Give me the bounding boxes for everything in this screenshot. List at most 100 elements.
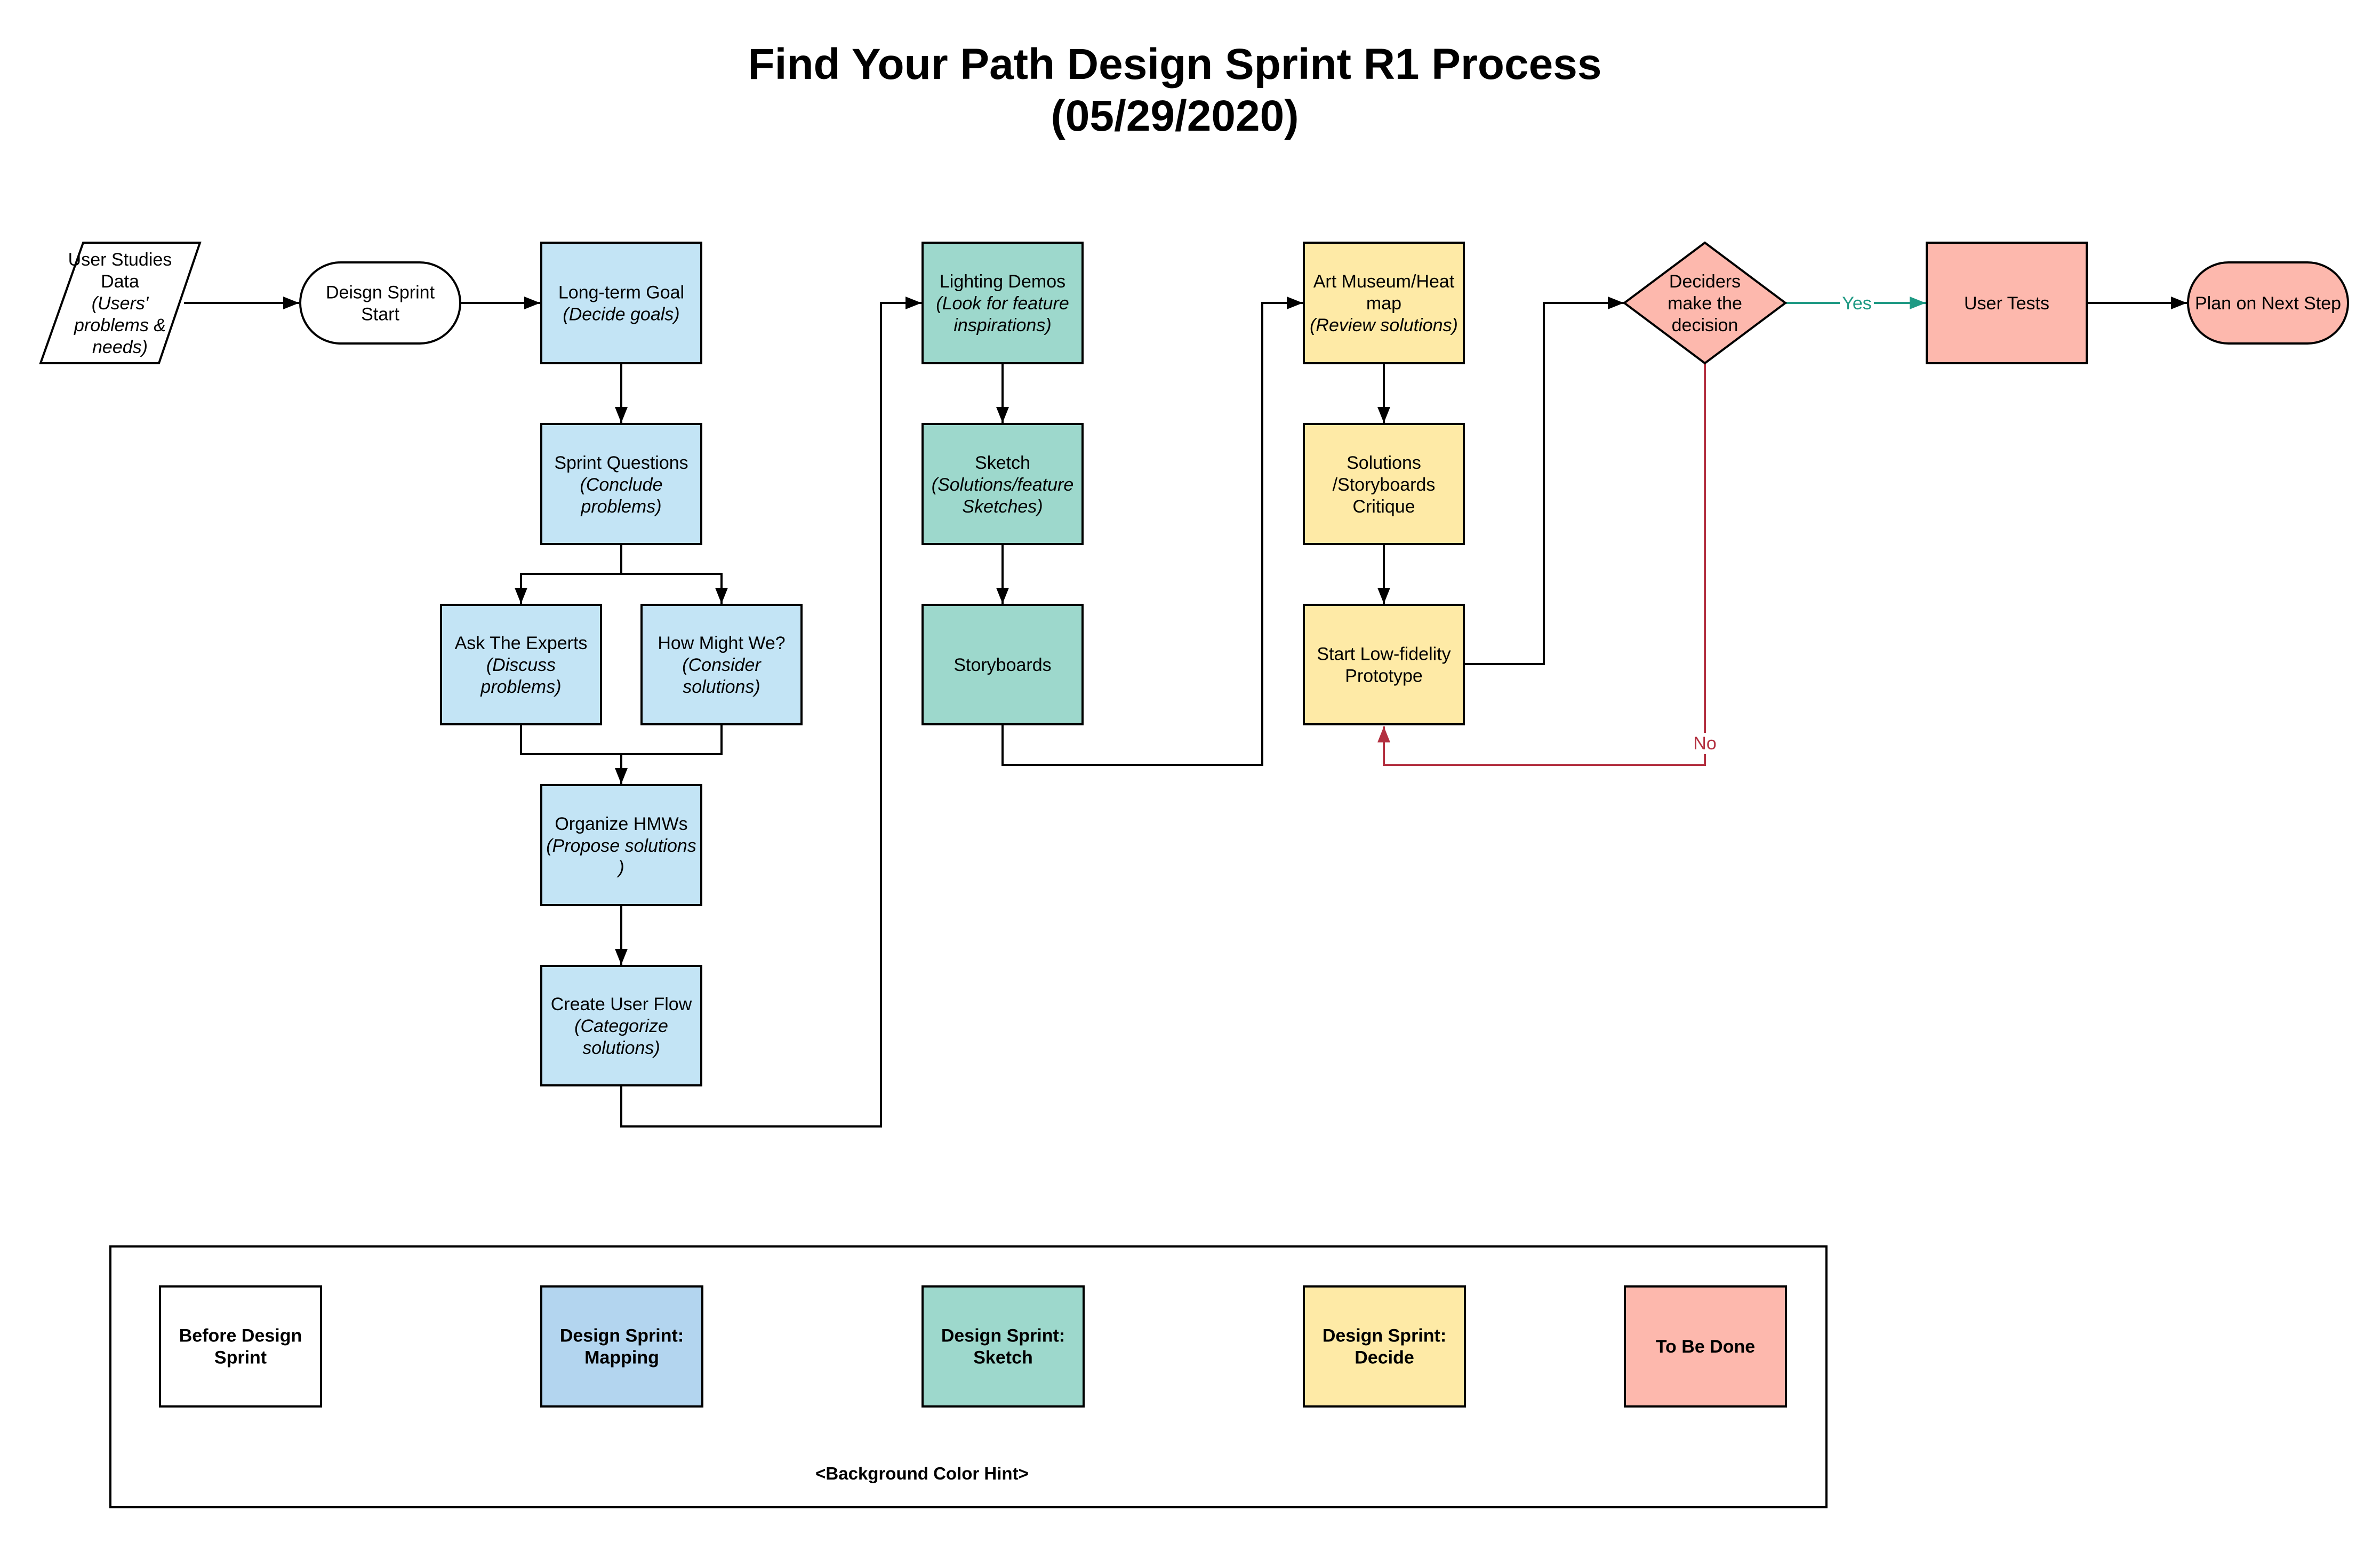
node-label-line: (Users' — [92, 293, 149, 314]
yes-label-bg — [1840, 292, 1874, 314]
node-label-line: Long-term Goal — [558, 283, 684, 303]
node-label-line: Organize HMWs — [555, 814, 687, 834]
node-label-line: problems) — [580, 497, 661, 517]
node-label-line: Deisgn Sprint — [326, 283, 435, 303]
edges — [184, 297, 2187, 1128]
node-label-line: solutions) — [582, 1038, 660, 1058]
node-label-line: (Solutions/feature — [932, 475, 1074, 495]
node-label-line: (Look for feature — [936, 293, 1069, 314]
edge-storyboards-to-artmuseum — [1001, 297, 1303, 766]
legend-label-line: Mapping — [584, 1348, 659, 1368]
node-label-line: Sprint Questions — [554, 453, 688, 473]
legend-label: To Be Done — [1656, 1337, 1755, 1357]
node-label-line: (Propose solutions — [546, 836, 696, 856]
legend-label-line: Sketch — [973, 1348, 1033, 1368]
node-label: Organize HMWs(Propose solutions) — [546, 814, 696, 878]
node-label-line: ) — [616, 858, 624, 878]
edge-label-no: No — [1693, 733, 1716, 754]
legend-label-line: Before Design — [179, 1326, 302, 1346]
legend-label-line: Design Sprint: — [941, 1326, 1065, 1346]
legend-item-decide: Design Sprint:Decide — [1303, 1285, 1466, 1408]
legend-frame — [109, 1245, 1828, 1508]
node-user-tests: User Tests — [1926, 242, 2088, 364]
node-label-line: Prototype — [1345, 666, 1423, 686]
node-label-line: Data — [101, 271, 139, 292]
node-label-line: (Decide goals) — [563, 305, 679, 325]
node-label-line: Start — [361, 305, 399, 325]
node-label: User Tests — [1964, 293, 2049, 314]
node-label: Long-term Goal(Decide goals) — [558, 283, 684, 325]
node-label-line: User Tests — [1964, 293, 2049, 314]
node-label-line: Storyboards — [953, 655, 1051, 675]
legend-label: Design Sprint:Decide — [1323, 1326, 1446, 1368]
edge-experts-to-organize — [520, 724, 628, 784]
node-label-line: decision — [1672, 315, 1738, 335]
legend-label-line: Design Sprint: — [1323, 1326, 1446, 1346]
node-label-line: Sketches) — [962, 497, 1043, 517]
node-label-line: solutions) — [683, 677, 760, 697]
diagram-title: Find Your Path Design Sprint R1 Process — [748, 40, 1602, 89]
node-label-line: Start Low-fidelity — [1317, 644, 1451, 665]
legend-label-line: Sprint — [214, 1348, 267, 1368]
node-label-line: (Consider — [682, 655, 762, 675]
node-label-line: (Categorize — [574, 1016, 668, 1036]
node-long-term-goal: Long-term Goal(Decide goals) — [540, 242, 702, 364]
node-label-line: Solutions — [1347, 453, 1421, 473]
legend-label-line: Design Sprint: — [560, 1326, 684, 1346]
node-organize-hmws: Organize HMWs(Propose solutions) — [540, 784, 702, 906]
diagram-date: (05/29/2020) — [1051, 92, 1299, 140]
legend-label: Design Sprint:Mapping — [560, 1326, 684, 1368]
node-storyboards: Storyboards — [921, 604, 1084, 725]
node-label-line: Deciders — [1669, 271, 1741, 292]
node-label-line: map — [1366, 293, 1401, 314]
node-label-line: problems) — [480, 677, 561, 697]
node-plan-next-step: Plan on Next Step — [2187, 261, 2349, 345]
node-label-line: How Might We? — [658, 633, 785, 653]
edge-hmw-to-organize — [621, 724, 723, 755]
node-label-line: Sketch — [975, 453, 1030, 473]
edge-deciders-to-prototype-no — [1377, 363, 1706, 766]
node-label: Plan on Next Step — [2195, 293, 2341, 314]
node-label-line: problems & — [74, 315, 166, 335]
edge-userflow-to-lighting — [620, 297, 921, 1128]
legend-label-line: Decide — [1355, 1348, 1414, 1368]
node-label-line: needs) — [92, 337, 148, 357]
edge-questions-to-experts — [515, 544, 622, 604]
node-label-line: inspirations) — [953, 315, 1051, 335]
legend-item-mapping: Design Sprint:Mapping — [540, 1285, 703, 1408]
edge-label-yes: Yes — [1842, 293, 1871, 314]
node-label-line: /Storyboards — [1333, 475, 1436, 495]
node-label-line: Critique — [1352, 497, 1415, 517]
node-label-line: Ask The Experts — [455, 633, 588, 653]
node-label-line: User Studies — [68, 250, 172, 270]
legend-label-line: To Be Done — [1656, 1337, 1755, 1357]
node-label-line: (Review solutions) — [1310, 315, 1458, 335]
node-label-line: make the — [1668, 293, 1742, 314]
edge-prototype-to-deciders — [1465, 297, 1624, 665]
